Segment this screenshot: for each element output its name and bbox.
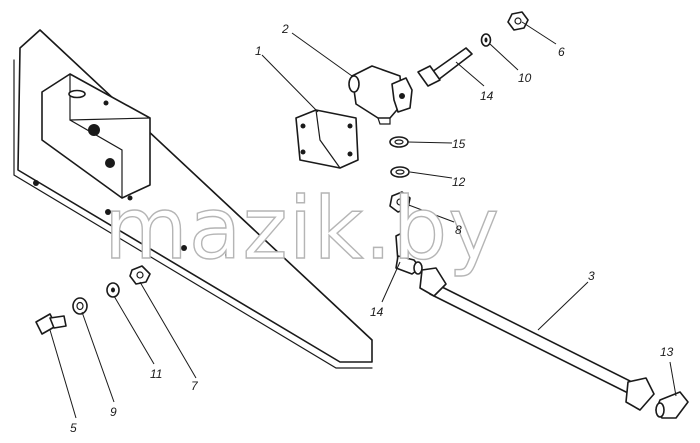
callout-11: 11 [150,367,162,381]
spring-washer-part-11 [106,282,120,298]
callout-labels: 1 2 3 5 6 7 8 9 10 11 12 13 14 14 15 [70,22,674,435]
callout-3: 3 [588,269,595,283]
callout-6: 6 [558,45,565,59]
nut-part-7 [129,265,151,285]
callout-14-upper: 14 [480,89,494,103]
callout-5: 5 [70,421,77,435]
callout-1: 1 [255,44,262,58]
nut-part-8 [389,191,411,213]
watermark-text: mazik.by [104,179,500,279]
callout-13: 13 [660,345,674,359]
mounting-plate-part-1 [295,109,359,169]
flat-washer-part-9 [72,297,88,315]
long-bolt-part-14-upper [417,47,473,87]
callout-8: 8 [455,223,462,237]
callout-9: 9 [110,405,117,419]
valve-part-2 [348,65,413,125]
elbow-connector-part-13 [655,391,689,419]
pipe-part-3 [419,267,655,411]
callout-10: 10 [518,71,532,85]
seal-washer-part-12 [390,166,410,178]
callout-2: 2 [281,22,289,36]
leader-lines [49,21,677,419]
bolt-part-5 [35,313,67,335]
callout-15: 15 [452,137,466,151]
callout-14-lower: 14 [370,305,384,319]
elbow-fitting-part-14-lower [395,231,423,275]
seal-washer-part-15 [389,136,409,148]
spring-washer-part-10 [480,33,492,47]
callout-7: 7 [191,379,199,393]
callout-12: 12 [452,175,466,189]
nut-part-6 [507,11,529,31]
frame-bracket [41,73,151,199]
